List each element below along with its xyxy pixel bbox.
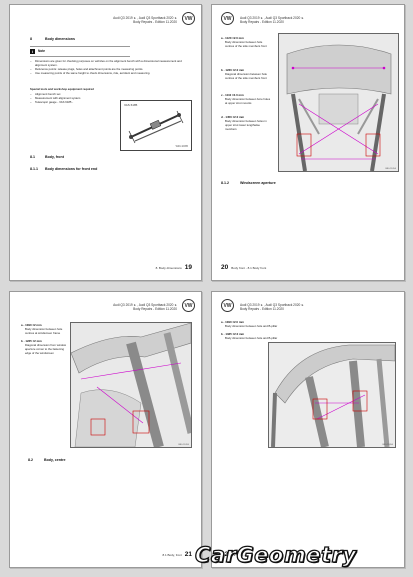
footer-text: 8.1 Body, front <box>162 553 182 557</box>
manual-page-20: VW Audi Q3 2019 ➤ , Audi Q3 Sportback 20… <box>211 4 405 281</box>
callout-text: Diagonal dimension between hole centres … <box>225 72 267 80</box>
list-item: Measurement with alignment system <box>30 96 115 100</box>
callout-title: c - 1110 ±2.0 mm <box>221 93 244 97</box>
tools-heading: Special tools and workshop equipment req… <box>30 87 94 91</box>
section-title: Windscreen aperture <box>240 181 276 185</box>
header-line: Audi Q3 2019 ➤ , Audi Q3 Sportback 2020 … <box>113 303 177 307</box>
callout-title: a - 1120 ±2.0 mm <box>221 36 244 40</box>
section-number: 8 <box>30 37 32 41</box>
tools-list: Alignment bench set Measurement with ali… <box>30 92 115 104</box>
callout-text: Body dimension between bore holes at upp… <box>225 97 271 105</box>
note-box: i Note <box>30 46 130 57</box>
callout-title: b - 1230 ±2.0 mm <box>221 68 245 72</box>
page-header: Audi Q3 2019 ➤ , Audi Q3 Sportback 2020 … <box>240 16 304 25</box>
subsection-title: Body, front <box>45 155 64 159</box>
figure-code: B80-11056 <box>382 444 393 446</box>
list-item: Reference points: release plugs, holes a… <box>30 67 190 71</box>
manual-page-19: Audi Q3 2019 ➤ , Audi Q3 Sportback 2020 … <box>9 4 202 281</box>
header-line: Body Repairs - Edition 11.2020 <box>240 307 284 312</box>
brand-logo-icon: VW <box>182 12 195 25</box>
note-bullet-list: Dimensions are given for checking purpos… <box>30 59 190 75</box>
page-header: Audi Q3 2019 ➤ , Audi Q3 Sportback 2020 … <box>113 303 177 312</box>
body-centre-figure: B80-11056 <box>268 342 396 448</box>
info-icon: i <box>30 48 35 54</box>
page-footer: 22 8.2 Body, centre <box>221 551 253 558</box>
callout-title: d - 1450 ±2.0 mm <box>221 115 245 119</box>
header-line: Audi Q3 2019 ➤ , Audi Q3 Sportback 2020 … <box>240 303 304 307</box>
front-body-dimensions-icon <box>279 34 398 171</box>
brand-logo-icon: VW <box>182 299 195 312</box>
section-number: 8.2 <box>28 458 33 462</box>
footer-text: 8. Body dimensions <box>155 266 182 270</box>
manual-page-21: Audi Q3 2019 ➤ , Audi Q3 Sportback 2020 … <box>9 291 202 568</box>
telescopic-gauge-icon <box>128 110 184 144</box>
page-footer: 8. Body dimensions 19 <box>156 264 192 271</box>
figure-code: W00-10065 <box>175 145 188 148</box>
page-header: Audi Q3 2019 ➤ , Audi Q3 Sportback 2020 … <box>113 16 177 25</box>
note-label: Note <box>38 49 46 53</box>
figure-code: B80-11054 <box>385 168 396 170</box>
header-line: Audi Q3 2019 ➤ , Audi Q3 Sportback 2020 … <box>240 16 304 20</box>
page-number: 21 <box>184 551 192 558</box>
list-item: Alignment bench set <box>30 92 115 96</box>
header-line: Body Repairs - Edition 11.2020 <box>133 20 177 25</box>
callout-title: a - 1090 ±2 mm <box>21 323 42 327</box>
footer-text: 8.2 Body, centre <box>231 553 253 557</box>
page-number: 22 <box>221 551 229 558</box>
telescopic-gauge-figure: VAS 6185 W00-10065 <box>120 100 192 151</box>
page-number: 19 <box>184 264 192 271</box>
manual-page-22: VW Audi Q3 2019 ➤ , Audi Q3 Sportback 20… <box>211 291 405 568</box>
windscreen-aperture-figure: B80-11055 <box>70 322 192 448</box>
callout-title: b - 1235 ±2 mm <box>21 339 42 343</box>
footer-text: Body front - 8.1 Body front <box>231 266 267 270</box>
section-number: 8.1.2 <box>221 181 229 185</box>
subsection-number: 8.1.1 <box>30 167 38 171</box>
header-line: Body Repairs - Edition 11.2020 <box>133 307 177 312</box>
brand-logo-icon: VW <box>221 299 234 312</box>
windscreen-aperture-icon <box>71 323 191 447</box>
callout-text: Body dimension between hole centres of t… <box>225 40 267 48</box>
page-footer: 8.1 Body, front 21 <box>162 551 192 558</box>
callout-title: b - 1335 ±2.0 mm <box>221 332 245 336</box>
callout-text: Body dimension between hole and B-pillar <box>225 336 278 340</box>
callout-title: a - 1090 ±2.0 mm <box>221 320 244 324</box>
header-line: Audi Q3 2019 ➤ , Audi Q3 Sportback 2020 … <box>113 16 177 20</box>
callout-text: Diagonal dimension from window aperture … <box>25 343 67 355</box>
section-title: Body, centre <box>44 458 66 462</box>
brand-logo-icon: VW <box>221 12 234 25</box>
subsection-number: 8.1 <box>30 155 35 159</box>
list-item: Dimensions are given for checking purpos… <box>30 59 190 67</box>
list-item: Use measuring points of the same height … <box>30 71 190 75</box>
list-item: Telescopic gauge - VAS 6185 - <box>30 100 115 104</box>
section-title: Body dimensions <box>45 37 75 41</box>
figure-code: B80-11055 <box>178 444 189 446</box>
callout-text: Body dimension between holes in upper st… <box>225 119 267 131</box>
page-header: Audi Q3 2019 ➤ , Audi Q3 Sportback 2020 … <box>240 303 304 312</box>
callout-text: Body dimension between hole centres at w… <box>25 327 63 335</box>
header-line: Body Repairs - Edition 11.2020 <box>240 20 284 25</box>
body-centre-dimensions-icon <box>269 343 395 447</box>
page-footer: 20 Body front - 8.1 Body front <box>221 264 266 271</box>
tool-label: VAS 6185 <box>124 103 138 107</box>
page-number: 20 <box>221 264 229 271</box>
callout-text: Body dimension between hole and B-pillar <box>225 324 278 328</box>
subsection-title: Body dimensions for front end <box>45 167 98 171</box>
cargeometry-logo: CarGeometry <box>194 542 357 567</box>
front-body-figure: B80-11054 <box>278 33 399 172</box>
